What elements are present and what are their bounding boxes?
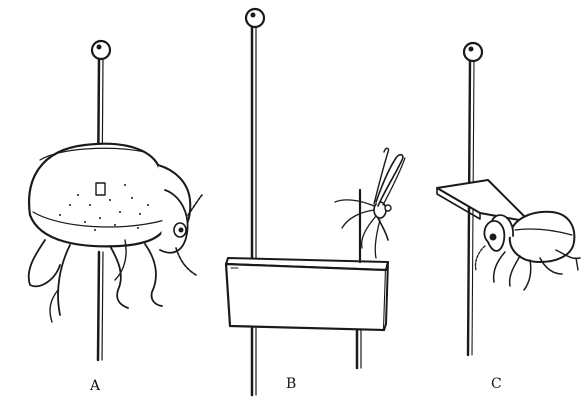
panel-label-c: C [491,376,502,392]
panel-b [226,9,405,395]
panel-label-b: B [286,376,297,392]
beetle-c [475,212,580,290]
mounting-block [226,258,388,330]
beetle-a [29,144,202,322]
pin-b [246,9,264,395]
panel-a [29,41,202,360]
card-point [437,180,530,222]
fly-specimen [335,148,405,258]
panel-c [437,43,580,355]
panel-label-a: A [90,378,101,394]
